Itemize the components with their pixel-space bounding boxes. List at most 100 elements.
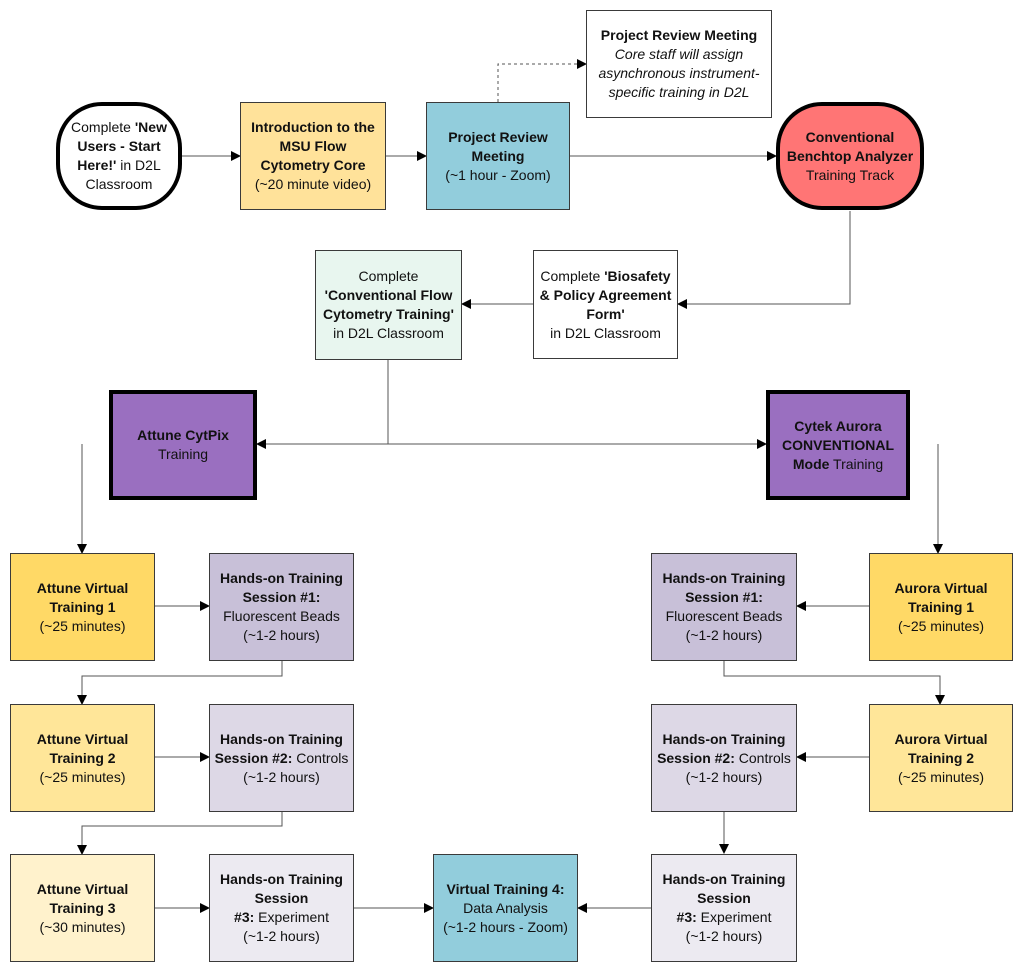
meeting-text: Meeting xyxy=(471,147,525,164)
h1r-text: Fluorescent Beads xyxy=(665,608,783,624)
h1l-text: Fluorescent Beads xyxy=(223,608,340,624)
arrow-track-to-biosafety xyxy=(677,211,851,309)
attune-text: Attune CytPix xyxy=(137,427,229,443)
h3l-text: Session xyxy=(254,890,309,906)
benchtop-training-track-node: Conventional Benchtop Analyzer Training … xyxy=(776,102,924,210)
h1r-text: Hands-on Training xyxy=(662,570,786,586)
h1l-text: Session #1: xyxy=(242,589,321,605)
aurora-virtual-training-1-node: Aurora Virtual Training 1 (~25 minutes) xyxy=(869,553,1013,661)
au1-text: Aurora Virtual xyxy=(894,579,988,596)
av3-text: (~30 minutes) xyxy=(39,918,126,935)
arrow-meeting-to-note xyxy=(497,59,587,102)
conventional-flow-training-node: Complete 'Conventional Flow Cytometry Tr… xyxy=(315,250,462,360)
au2-text: (~25 minutes) xyxy=(898,768,984,785)
v4-text: Data Analysis xyxy=(463,899,548,916)
hands-on-session-1-left-node: Hands-on Training Session #1: Fluorescen… xyxy=(209,553,354,661)
intro-text: Introduction to the xyxy=(251,119,375,135)
au2-text: Aurora Virtual xyxy=(894,730,988,747)
start-text: Complete xyxy=(71,119,135,135)
h2l-text: Hands-on Training xyxy=(220,730,343,747)
hands-on-session-3-left-node: Hands-on Training Session #3: Experiment… xyxy=(209,854,354,962)
biosafety-text: Complete xyxy=(540,267,605,284)
start-text: in D2L xyxy=(116,157,161,173)
attune-virtual-training-2-node: Attune Virtual Training 2 (~25 minutes) xyxy=(10,704,155,812)
conv-text: Cytometry Training' xyxy=(323,306,454,322)
hands-on-session-2-left-node: Hands-on Training Session #2: Controls (… xyxy=(209,704,354,812)
cytek-text: CONVENTIONAL xyxy=(782,436,894,453)
virtual-training-4-node: Virtual Training 4: Data Analysis (~1-2 … xyxy=(433,854,578,962)
start-text: Users - Start xyxy=(77,138,161,154)
h2r-text: (~1-2 hours) xyxy=(685,768,763,785)
av3-text: Training 3 xyxy=(49,899,116,916)
h3l-text-bold: #3: xyxy=(234,909,255,925)
note-title: Project Review Meeting xyxy=(600,27,758,43)
attune-virtual-training-1-node: Attune Virtual Training 1 (~25 minutes) xyxy=(10,553,155,661)
av1-text: Training 1 xyxy=(49,598,116,615)
cytek-text-bold: Mode xyxy=(792,455,830,472)
attune-virtual-training-3-node: Attune Virtual Training 3 (~30 minutes) xyxy=(10,854,155,962)
av3-text: Attune Virtual xyxy=(36,880,129,897)
biosafety-form-node: Complete 'Biosafety & Policy Agreement F… xyxy=(533,250,678,359)
note-text: specific training in D2L xyxy=(608,84,750,100)
biosafety-text-bold: 'Biosafety xyxy=(604,267,671,284)
hands-on-session-1-right-node: Hands-on Training Session #1: Fluorescen… xyxy=(651,553,797,661)
arrow-hands2l-to-av3 xyxy=(77,812,283,855)
h3l-text: Hands-on Training xyxy=(220,871,343,887)
cytek-aurora-training-node: Cytek Aurora CONVENTIONAL Mode Training xyxy=(766,390,910,500)
h3r-text-bold: #3: xyxy=(676,909,697,925)
intro-text: Cytometry Core xyxy=(260,157,366,173)
conv-text: in D2L Classroom xyxy=(333,325,444,341)
start-text-bold: Here!' xyxy=(77,157,117,173)
attune-text: Training xyxy=(157,446,209,462)
h2l-text-bold: Session #2: xyxy=(214,749,293,766)
h1l-text: (~1-2 hours) xyxy=(243,627,320,643)
h3r-text: Session xyxy=(697,890,751,906)
hands-on-session-2-right-node: Hands-on Training Session #2: Controls (… xyxy=(651,704,797,812)
av2-text: Attune Virtual xyxy=(36,730,129,747)
v4-text: (~1-2 hours - Zoom) xyxy=(443,918,568,935)
track-text: Benchtop Analyzer xyxy=(786,147,914,164)
meeting-text: Project Review xyxy=(448,128,548,145)
h2r-text-bold: Session #2: xyxy=(657,749,735,766)
meeting-text: (~1 hour - Zoom) xyxy=(445,166,551,183)
h2l-text: Controls xyxy=(292,749,349,766)
biosafety-text: Form' xyxy=(586,305,625,322)
note-text: Core staff will assign xyxy=(614,46,744,62)
cytek-text: Cytek Aurora xyxy=(794,417,882,434)
start-node: Complete 'New Users - Start Here!' in D2… xyxy=(56,102,182,210)
h3r-text: Hands-on Training xyxy=(662,871,786,887)
h3l-text: (~1-2 hours) xyxy=(243,928,320,944)
conv-text: Complete xyxy=(358,268,419,284)
aurora-virtual-training-2-node: Aurora Virtual Training 2 (~25 minutes) xyxy=(869,704,1013,812)
av2-text: (~25 minutes) xyxy=(39,768,126,785)
start-text-bold: 'New xyxy=(134,119,167,135)
au1-text: Training 1 xyxy=(907,598,975,615)
project-review-note: Project Review Meeting Core staff will a… xyxy=(586,10,772,118)
h3l-text: Experiment xyxy=(254,909,329,925)
arrow-hands1l-to-av2 xyxy=(77,661,283,705)
av1-text: (~25 minutes) xyxy=(39,617,126,634)
arrow-conv-to-attune xyxy=(256,360,389,449)
v4-text: Virtual Training 4: xyxy=(446,880,565,897)
h1r-text: Session #1: xyxy=(685,589,763,605)
av1-text: Attune Virtual xyxy=(36,579,129,596)
h3r-text: Experiment xyxy=(696,909,772,925)
arrow-hands1r-to-aurora2 xyxy=(723,661,945,705)
intro-video-node: Introduction to the MSU Flow Cytometry C… xyxy=(240,102,386,210)
intro-text: MSU Flow xyxy=(279,138,347,154)
conv-text: 'Conventional Flow xyxy=(324,287,453,303)
h1l-text: Hands-on Training xyxy=(220,570,343,586)
h2r-text: Hands-on Training xyxy=(662,730,786,747)
track-text: Training Track xyxy=(805,166,895,183)
attune-cytpix-training-node: Attune CytPix Training xyxy=(109,390,257,500)
start-text: Classroom xyxy=(85,176,153,192)
h2l-text: (~1-2 hours) xyxy=(243,768,320,785)
au1-text: (~25 minutes) xyxy=(898,617,984,634)
au2-text: Training 2 xyxy=(907,749,975,766)
hands-on-session-3-right-node: Hands-on Training Session #3: Experiment… xyxy=(651,854,797,962)
h1r-text: (~1-2 hours) xyxy=(685,627,763,643)
biosafety-text: in D2L Classroom xyxy=(550,324,661,341)
av2-text: Training 2 xyxy=(49,749,116,766)
biosafety-text: & Policy Agreement xyxy=(539,286,672,303)
